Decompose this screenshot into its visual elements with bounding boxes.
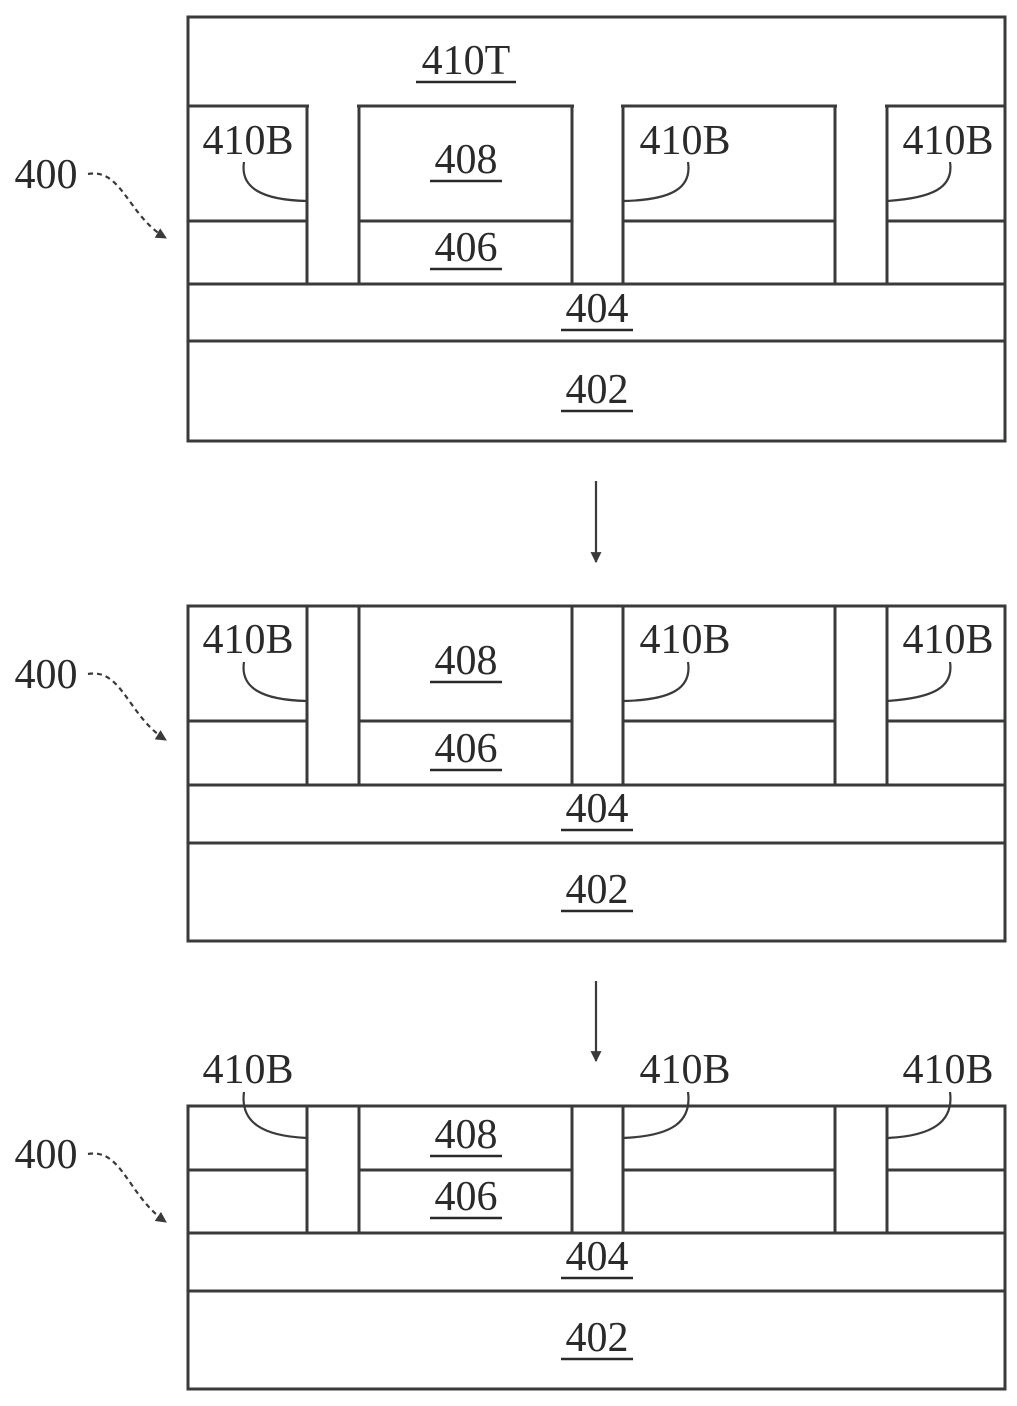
label-406: 406	[435, 225, 498, 271]
label-410B: 410B	[202, 617, 293, 663]
stage-3: 408 406 404 402 410B 410B 410B 400	[15, 1047, 1006, 1389]
stage-1: 410T 408 406 404 402 410B 410B 410B 400	[15, 17, 1006, 441]
label-410B: 410B	[639, 118, 730, 164]
label-410B: 410B	[902, 617, 993, 663]
leader-410B	[887, 662, 950, 701]
label-410B: 410B	[639, 1047, 730, 1093]
label-406: 406	[435, 1174, 498, 1220]
leader-410B	[623, 1092, 688, 1138]
label-410B: 410B	[902, 118, 993, 164]
label-410T: 410T	[422, 38, 511, 84]
label-402: 402	[566, 367, 629, 413]
label-400: 400	[15, 652, 78, 698]
leader-410B	[244, 662, 307, 701]
label-410B: 410B	[639, 617, 730, 663]
label-408: 408	[435, 638, 498, 684]
label-404: 404	[566, 1234, 629, 1280]
stage-2: 408 406 404 402 410B 410B 410B 400	[15, 606, 1006, 941]
label-408: 408	[435, 137, 498, 183]
label-404: 404	[566, 286, 629, 332]
label-410B: 410B	[202, 1047, 293, 1093]
label-410B: 410B	[202, 118, 293, 164]
label-400: 400	[15, 1132, 78, 1178]
leader-410B	[887, 162, 950, 201]
label-410B: 410B	[902, 1047, 993, 1093]
leader-400	[88, 173, 166, 238]
leader-410B	[623, 662, 688, 701]
label-402: 402	[566, 867, 629, 913]
label-406: 406	[435, 726, 498, 772]
leader-410B	[887, 1092, 950, 1138]
label-408: 408	[435, 1112, 498, 1158]
label-404: 404	[566, 786, 629, 832]
leader-410B	[244, 162, 307, 201]
leader-410B	[244, 1092, 307, 1138]
leader-400	[88, 673, 166, 740]
label-400: 400	[15, 152, 78, 198]
label-402: 402	[566, 1315, 629, 1361]
leader-410B	[623, 162, 688, 201]
leader-400	[88, 1153, 166, 1222]
